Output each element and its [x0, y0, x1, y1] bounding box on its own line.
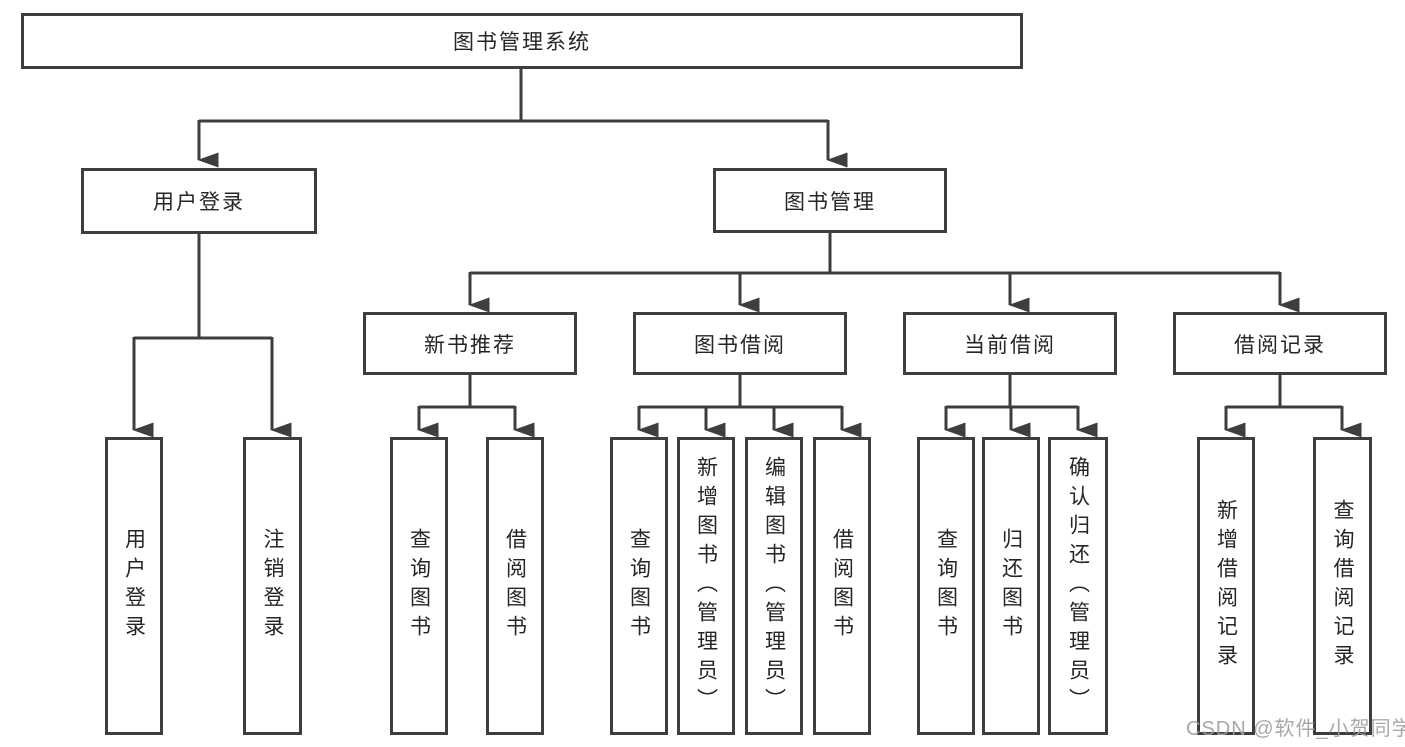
leaf-query-books-current: 查询图书 [917, 437, 975, 735]
leaf-add-books-admin: 新增图书（管理员） [677, 437, 735, 735]
node-label: 用户登录 [153, 191, 245, 214]
leaf-label: 新增图书（管理员） [694, 455, 718, 717]
csdn-watermark: CSDN @软件_小贺同学 [1186, 718, 1405, 740]
edge-borrow-rail [639, 375, 842, 409]
node-current-borrowing: 当前借阅 [903, 312, 1117, 375]
node-label: 图书管理 [784, 190, 876, 214]
edge-current-rail [946, 375, 1078, 409]
leaf-label: 查询图书 [627, 528, 651, 644]
leaf-add-borrow-record: 新增借阅记录 [1197, 437, 1255, 735]
leaf-label: 查询图书 [407, 528, 431, 644]
leaf-confirm-return-admin: 确认归还（管理员） [1048, 437, 1108, 735]
leaf-borrow-books: 借阅图书 [813, 437, 871, 735]
node-borrowing-records: 借阅记录 [1173, 312, 1387, 375]
leaf-logout: 注销登录 [243, 437, 302, 735]
leaf-label: 借阅图书 [503, 528, 527, 644]
node-label: 借阅记录 [1234, 333, 1326, 357]
node-book-borrowing: 图书借阅 [633, 312, 847, 375]
leaf-edit-books-admin: 编辑图书（管理员） [745, 437, 803, 735]
leaf-label: 借阅图书 [830, 528, 854, 644]
leaf-return-books: 归还图书 [982, 437, 1040, 735]
edge-records-rail [1226, 375, 1342, 409]
leaf-label: 用户登录 [122, 528, 146, 644]
edge-newbook-rail [419, 375, 515, 409]
node-label: 图书借阅 [694, 333, 786, 357]
node-book-management: 图书管理 [713, 168, 947, 233]
leaf-label: 查询借阅记录 [1331, 499, 1355, 673]
leaf-label: 编辑图书（管理员） [762, 455, 786, 717]
leaf-label: 查询图书 [934, 528, 958, 644]
leaf-query-borrow-record: 查询借阅记录 [1313, 437, 1372, 735]
leaf-user-login: 用户登录 [105, 437, 163, 735]
node-new-book-recommendation: 新书推荐 [363, 312, 577, 375]
node-label: 当前借阅 [964, 333, 1056, 357]
leaf-label: 注销登录 [261, 528, 285, 644]
edge-mgmt-rail [470, 233, 1280, 275]
node-label: 新书推荐 [424, 333, 516, 357]
node-user-login: 用户登录 [81, 168, 317, 234]
leaf-query-books-recommend: 查询图书 [390, 437, 448, 735]
node-library-management-system: 图书管理系统 [21, 13, 1023, 69]
node-label: 图书管理系统 [453, 31, 591, 54]
leaf-borrow-books-recommend: 借阅图书 [486, 437, 544, 735]
leaf-query-books-borrow: 查询图书 [610, 437, 668, 735]
leaf-label: 确认归还（管理员） [1066, 455, 1090, 717]
leaf-label: 新增借阅记录 [1214, 499, 1238, 673]
edge-login-rail [134, 234, 272, 340]
leaf-label: 归还图书 [999, 528, 1023, 644]
